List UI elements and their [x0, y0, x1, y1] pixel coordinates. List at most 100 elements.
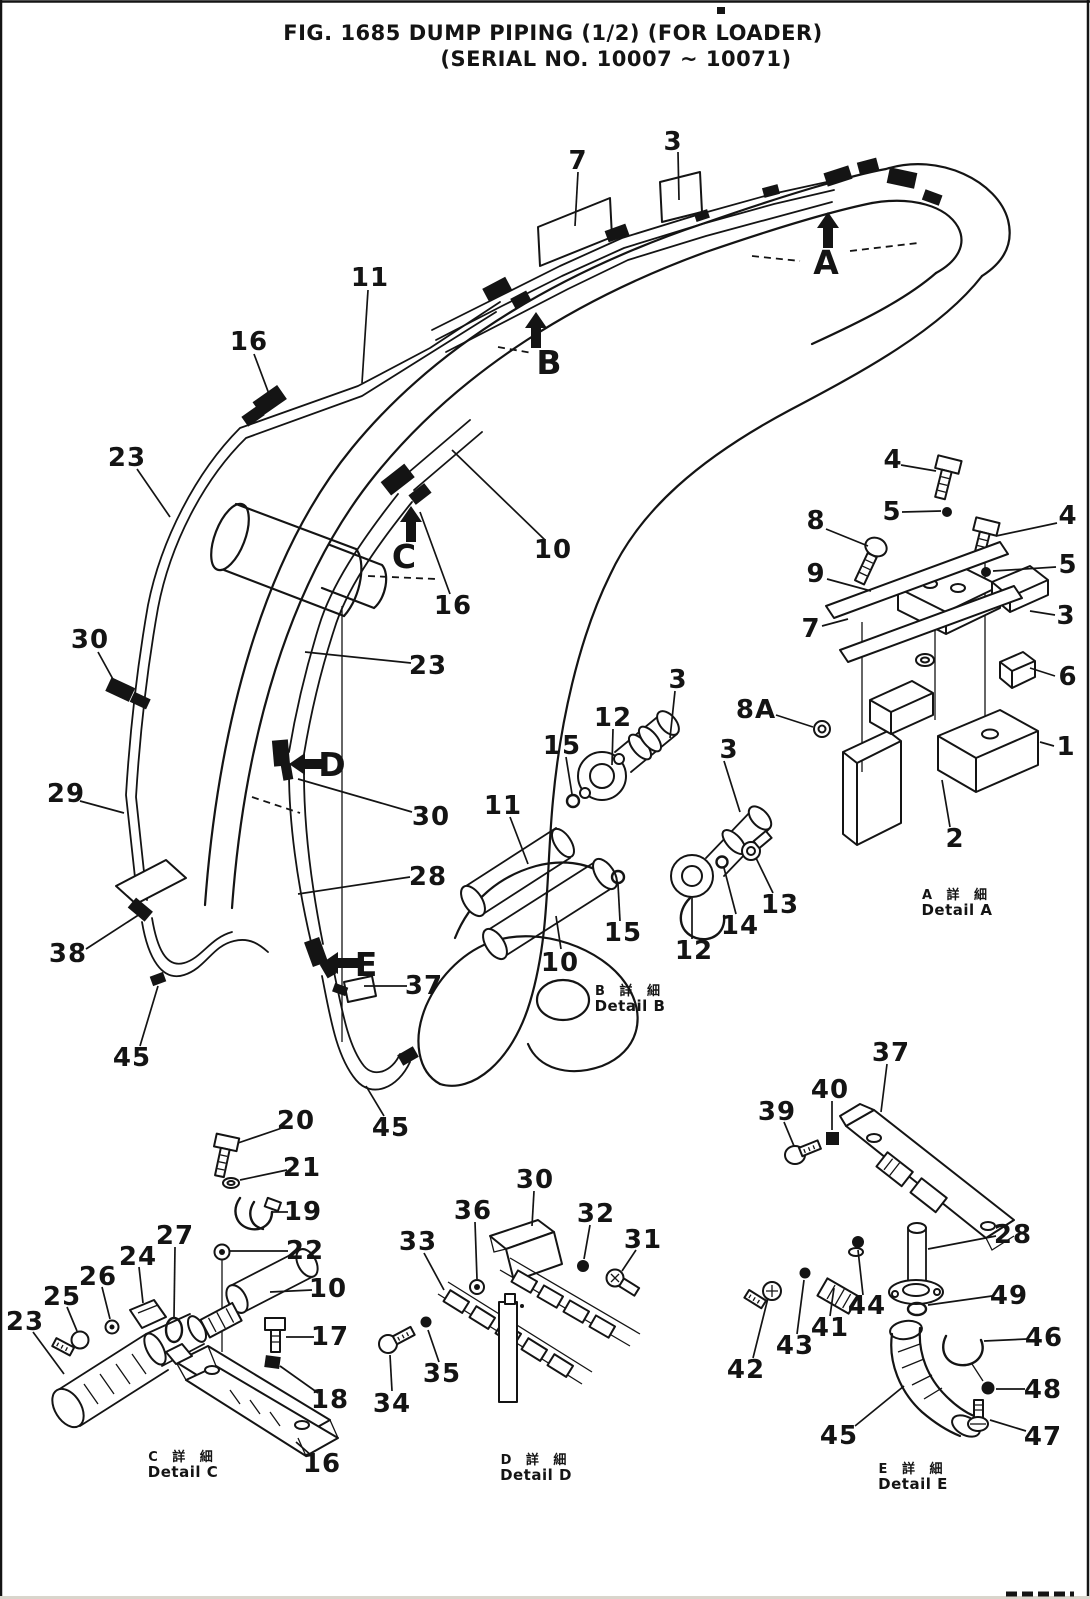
callout-25: 25: [43, 1282, 81, 1312]
view-arrow-b: B: [525, 312, 562, 382]
leader-line: [775, 714, 814, 728]
detail-c-assembly: [51, 1132, 339, 1457]
callout-11: 11: [484, 791, 522, 821]
callout-3: 3: [1056, 601, 1075, 631]
callout-24: 24: [119, 1242, 157, 1272]
block-mid: [869, 680, 934, 735]
view-arrowhead-icon: [322, 952, 358, 974]
leader-line: [365, 1085, 385, 1117]
callout-33: 33: [399, 1227, 437, 1257]
leader-line: [474, 1221, 478, 1280]
leader-line: [1039, 741, 1055, 747]
nut-32: [577, 1260, 589, 1272]
callout-28: 28: [409, 862, 447, 892]
hose-45-right: [321, 975, 411, 1091]
bolt-4-right: [972, 516, 1001, 561]
leader-line: [829, 1287, 835, 1317]
view-letter-d: D: [318, 745, 345, 784]
callout-16: 16: [303, 1449, 341, 1479]
callout-13: 13: [761, 890, 799, 920]
callout-5: 5: [882, 497, 901, 527]
bolt-20: [213, 1132, 241, 1179]
bracket-37: [343, 975, 377, 1003]
callout-47: 47: [1024, 1422, 1062, 1452]
pipe-28: [907, 1227, 927, 1286]
callout-42: 42: [727, 1355, 765, 1385]
detail-e-assembly: [743, 1103, 1015, 1438]
leader-line: [101, 1286, 111, 1320]
detail-d-assembly: [378, 1219, 641, 1403]
bolt-47: [967, 1399, 989, 1432]
union-fitting: [199, 1301, 243, 1339]
bracket-37e: [845, 1109, 1015, 1239]
callout-16: 16: [434, 591, 472, 621]
view-arrow-c: C: [392, 506, 422, 576]
callout-23: 23: [6, 1307, 44, 1337]
view-arrow-a: A: [813, 212, 839, 282]
callout-40: 40: [811, 1075, 849, 1105]
callout-28: 28: [994, 1220, 1032, 1250]
callout-38: 38: [49, 939, 87, 969]
callout-30: 30: [71, 625, 109, 655]
washer-14: [715, 855, 729, 869]
bolt-17: [264, 1317, 286, 1353]
callout-17: 17: [311, 1322, 349, 1352]
callout-31: 31: [624, 1225, 662, 1255]
serial-subtitle: (SERIAL NO. 10007 ~ 10071): [440, 47, 791, 71]
callout-45: 45: [820, 1421, 858, 1451]
plate-7: [537, 197, 613, 267]
clamp-46: [942, 1334, 984, 1367]
callout-34: 34: [373, 1389, 411, 1419]
view-letter-c: C: [392, 537, 416, 576]
view-letter-b: B: [536, 343, 561, 382]
callout-18: 18: [311, 1385, 349, 1415]
view-letter-e: E: [355, 945, 378, 984]
callout-3: 3: [719, 735, 738, 765]
leader-line: [621, 1249, 637, 1272]
clamp-19: [234, 1196, 274, 1231]
callout-10: 10: [309, 1274, 347, 1304]
washer-5-top: [942, 507, 952, 517]
leader-line: [1029, 610, 1056, 616]
callout-14: 14: [721, 911, 759, 941]
leader-line: [796, 1279, 805, 1335]
callout-3: 3: [668, 665, 687, 695]
callout-41: 41: [811, 1313, 849, 1343]
boom-outer-edge: [203, 167, 888, 907]
pin-44: [852, 1236, 864, 1248]
callout-22: 22: [286, 1236, 324, 1266]
callout-30: 30: [412, 802, 450, 832]
callout-8: 8: [806, 506, 825, 536]
boom-right-edge: [438, 274, 984, 1087]
detail-caption-en: Detail D: [500, 1466, 572, 1484]
bracket-38: [115, 859, 187, 905]
callout-4: 4: [883, 445, 902, 475]
leader-line: [297, 876, 411, 895]
callout-19: 19: [284, 1197, 322, 1227]
leader-line: [854, 1385, 905, 1427]
boom-tip-curl: [810, 271, 938, 346]
hydraulic-pipes: [125, 179, 837, 1091]
leader-line: [451, 449, 546, 541]
leader-line: [752, 1297, 769, 1359]
callout-48: 48: [1024, 1375, 1062, 1405]
o-ring-49: [906, 1301, 928, 1317]
view-arrow-layer: A B C D E: [289, 212, 839, 984]
leader-line: [880, 1063, 888, 1113]
callout-44: 44: [848, 1291, 886, 1321]
detail-caption-jp: A 詳 細: [922, 887, 992, 903]
callout-32: 32: [577, 1199, 615, 1229]
leader-line: [79, 800, 125, 814]
tube-11: [465, 827, 571, 917]
leader-line: [857, 1249, 864, 1296]
callout-2: 2: [945, 824, 964, 854]
detail-a-assembly: [813, 454, 1049, 846]
callout-10: 10: [541, 948, 579, 978]
leader-line: [66, 1306, 78, 1332]
callout-23: 23: [108, 443, 146, 473]
view-arrowhead-icon: [400, 506, 422, 542]
view-arrowhead-icon: [289, 753, 325, 775]
leader-line: [139, 985, 159, 1047]
